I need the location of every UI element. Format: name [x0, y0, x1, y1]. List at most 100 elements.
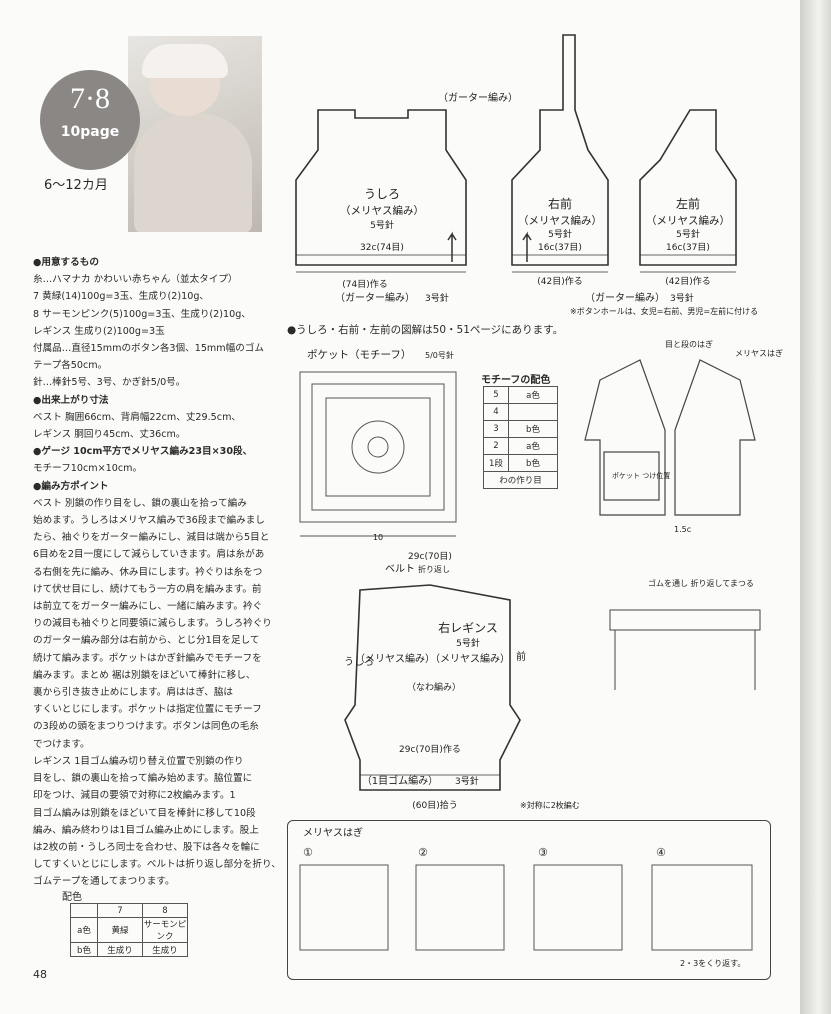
materials-line: 糸…ハマナカ かわいい赤ちゃん（並太タイプ）	[33, 274, 238, 286]
back-needle: 5号針	[370, 219, 394, 231]
materials-line: ●用意するもの	[33, 257, 99, 268]
materials-line: 始めます。うしろはメリヤス編みで36段まで編みまし	[33, 515, 265, 527]
materials-line: ゴムテープを通してまつります。	[33, 876, 175, 888]
back-title: うしろ	[364, 187, 400, 201]
materials-line: 編みます。まとめ 裾は別鎖をほどいて棒針に移し、	[33, 669, 256, 681]
right-front-stitch: （メリヤス編み）	[518, 214, 602, 227]
leggings-stitch-1: （メリヤス編み）	[355, 652, 435, 665]
rib-label: （1目ゴム編み）	[362, 774, 438, 787]
page-reference: 10page	[60, 124, 120, 140]
garter-bottom-front: （ガーター編み）	[585, 291, 665, 304]
materials-line: 8 サーモンピンク(5)100g=3玉、生成り(2)10g、	[33, 308, 251, 320]
materials-line: レギンス 生成り(2)100g=3玉	[33, 325, 165, 337]
materials-line: 目をし、鎖の裏山を拾って編み始めます。脇位置に	[33, 773, 253, 785]
mid-width: 29c(70目)作る	[399, 743, 461, 755]
materials-line: けて伏せ目にし、続けてもう一方の肩を編みます。前	[33, 583, 262, 595]
materials-line: モチーフ10cm×10cm。	[33, 463, 143, 475]
seam-label-1: 目と段のはぎ	[665, 339, 713, 349]
grafting-frame	[287, 820, 771, 980]
materials-line: ●出来上がり寸法	[33, 394, 109, 406]
materials-line: 印をつけ、減目の要領で対称に2枚編みます。1	[33, 790, 236, 802]
left-front-cast-on: (42目)作る	[665, 275, 710, 287]
pattern-diagrams: うしろ （メリヤス編み） 5号針 32c(74目) 右前 （メリヤス編み） 5号…	[295, 34, 783, 968]
materials-line: レギンス 胴回り45cm、丈36cm。	[33, 429, 186, 441]
back-cast-on: (74目)作る	[342, 278, 387, 290]
materials-text: ●用意するもの糸…ハマナカ かわいい赤ちゃん（並太タイプ） 7 黄緑(14)100…	[33, 254, 278, 891]
garter-bottom-label: （ガーター編み）	[335, 291, 415, 304]
step-2: ②	[418, 846, 428, 859]
vest-dimension: 1.5c	[674, 525, 691, 534]
materials-line: たら、袖ぐりをガーター編みにし、減目は端から5目と	[33, 532, 270, 544]
materials-line: ベスト 別鎖の作り目をし、鎖の裏山を拾って編み	[33, 497, 247, 509]
materials-line: のガーター編み部分は右前から、とじ分1目を足して	[33, 635, 260, 647]
rib-needle: 3号針	[455, 775, 479, 787]
left-front-width: 16c(37目)	[666, 242, 710, 253]
pattern-number: 7·8	[70, 82, 110, 115]
materials-line: は前立てをガーター編みにし、一緒に編みます。衿ぐ	[33, 601, 263, 613]
materials-line: 続けて編みます。ポケットはかぎ針編みでモチーフを	[33, 652, 262, 664]
leggings-title: 右レギンス	[438, 620, 498, 635]
cable-label: （なわ編み）	[407, 681, 461, 693]
needle-3-front: 3号針	[670, 292, 694, 304]
baby-photo	[128, 36, 262, 232]
pocket-width: 10	[373, 533, 383, 542]
right-front-cast-on: (42目)作る	[537, 275, 582, 287]
materials-line: ●編み方ポイント	[33, 480, 109, 492]
right-front-title: 右前	[548, 196, 572, 211]
materials-line: してすくいとじにします。ベルトは折り返し部分を折り、	[33, 859, 278, 871]
age-range: 6〜12カ月	[44, 178, 108, 193]
materials-line: 目ゴム編みは別鎖をほどいて目を棒針に移して10段	[33, 807, 256, 819]
materials-line: ●ゲージ 10cm平方でメリヤス編み23目×30段、	[33, 446, 253, 458]
materials-line: でつけます。	[33, 738, 90, 750]
materials-line: すくいとじにします。ポケットは指定位置にモチーフ	[33, 704, 262, 716]
left-front-stitch: （メリヤス編み）	[646, 214, 730, 227]
leggings-front: 前	[516, 650, 526, 663]
materials-line: 7 黄緑(14)100g=3玉、生成り(2)10g、	[33, 291, 210, 303]
step-1: ①	[303, 846, 313, 859]
right-front-width: 16c(37目)	[538, 242, 582, 253]
left-front-title: 左前	[676, 196, 700, 211]
back-width: 32c(74目)	[360, 242, 404, 253]
garter-top-label: （ガーター編み）	[438, 91, 518, 104]
fold-label: 折り返し	[418, 564, 450, 574]
leggings-stitch-2: （メリヤス編み）	[430, 652, 510, 665]
pocket-title: ポケット（モチーフ）	[307, 349, 411, 361]
materials-line: 編み、編み終わりは1目ゴム編み止めにします。股上	[33, 824, 259, 836]
top-width: 29c(70目)	[408, 551, 452, 562]
materials-line: テープ各50cm。	[33, 360, 108, 372]
pickup-label: (60目)拾う	[412, 799, 457, 811]
materials-line: ベスト 胸囲66cm、背肩幅22cm、丈29.5cm、	[33, 411, 242, 423]
materials-line: は2枚の前・うしろ同士を合わせ、股下は各々を輪に	[33, 841, 260, 853]
grafting-caption: 2・3をくり返す。	[680, 959, 745, 968]
materials-line: 付属品…直径15mmのボタン各3個、15mm幅のゴム	[33, 343, 264, 355]
step-4: ④	[656, 846, 666, 859]
belt-label: ベルト	[385, 563, 415, 575]
pocket-needle: 5/0号針	[425, 350, 454, 360]
left-front-needle: 5号針	[676, 228, 700, 240]
page-number: 48	[33, 968, 47, 981]
book-spine	[800, 0, 831, 1014]
color-table-title: 配色	[62, 892, 82, 903]
leggings-needle: 5号針	[456, 637, 480, 649]
motif-color-title: モチーフの配色	[481, 375, 551, 386]
back-stitch: （メリヤス編み）	[340, 204, 424, 217]
seam-label-2: メリヤスはぎ	[735, 348, 783, 358]
symmetry-note: ※対称に2枚編む	[520, 800, 580, 810]
materials-line: 針…棒針5号、3号、かぎ針5/0号。	[33, 377, 186, 389]
needle-3-back: 3号針	[425, 292, 449, 304]
materials-line: 裏から引き抜き止めにします。肩ははぎ、脇は	[33, 687, 234, 699]
elastic-label: ゴムを通し 折り返してまつる	[648, 578, 754, 588]
grafting-title: メリヤスはぎ	[303, 826, 363, 839]
pattern-badge: 7·8 10page	[40, 70, 140, 170]
diagram-note: ●うしろ・右前・左前の図解は50・51ページにあります。	[287, 324, 564, 336]
buttonhole-note: ※ボタンホールは、女児=右前、男児=左前に付ける	[570, 306, 758, 316]
leggings-back: うしろ	[344, 656, 374, 668]
materials-line: る右側を先に編み、休み目にします。衿ぐりは糸をつ	[33, 566, 263, 578]
materials-line: 6目めを2目一度にして減らしていきます。肩は糸があ	[33, 549, 265, 561]
step-3: ③	[538, 846, 548, 859]
materials-line: の3段めの頭をまつりつけます。ボタンは同色の毛糸	[33, 721, 259, 733]
materials-line: レギンス 1目ゴム編み切り替え位置で別鎖の作り	[33, 755, 244, 767]
materials-line: りの減目も袖ぐりと同要領に減らします。うしろ衿ぐり	[33, 618, 272, 630]
